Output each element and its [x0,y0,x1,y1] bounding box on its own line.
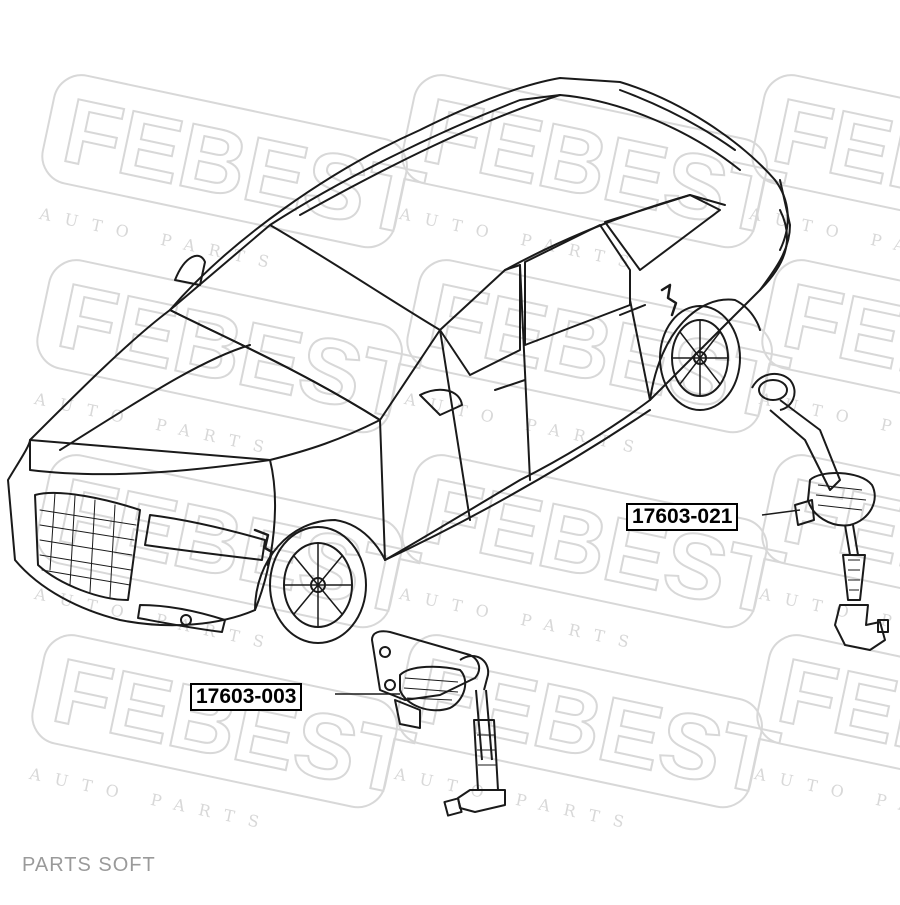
leader-rear [761,509,801,516]
watermark-10: FEBEST AUTO PARTS [27,634,422,834]
callout-leaders [335,509,801,695]
car-mirror-right [419,388,463,416]
footer-brand: PARTS SOFT [22,854,156,876]
car-headlight [144,514,266,561]
car-side-window-front [439,264,521,376]
car-door-handle-2 [619,304,646,316]
car-mirror-left [174,254,206,286]
watermark-4: FEBEST AUTO PARTS [32,259,427,459]
watermark-1: FEBEST AUTO PARTS [37,74,432,274]
car-roof [169,77,789,311]
svg-text:AUTO PARTS: AUTO PARTS [752,764,900,834]
car-front-wheel-arch [254,519,386,611]
front-sensor-marker [253,528,274,567]
car-illustration [7,77,791,644]
callout-rear-part-number: 17603-021 [626,503,739,531]
car-side-body [379,209,789,561]
callout-front-part-number: 17603-003 [190,683,303,711]
car-grille [34,491,141,601]
car-rear-wheel [659,305,741,411]
front-level-sensor [371,630,506,817]
rear-sensor-marker [660,283,678,317]
car-foglight [137,604,226,633]
car-roof-inner [269,94,741,226]
car-rear-wheel-arch [649,298,761,401]
watermark-11: FEBEST AUTO PARTS [392,634,787,834]
car-door-handle-1 [494,379,526,391]
rear-level-sensor [751,372,889,651]
watermark-5: FEBEST AUTO PARTS [402,259,797,459]
watermark-layer: FEBEST AUTO PARTS FEBEST AUTO PARTS FEBE… [27,74,900,834]
car-front-fascia [7,439,276,627]
car-front-wheel [269,526,367,644]
